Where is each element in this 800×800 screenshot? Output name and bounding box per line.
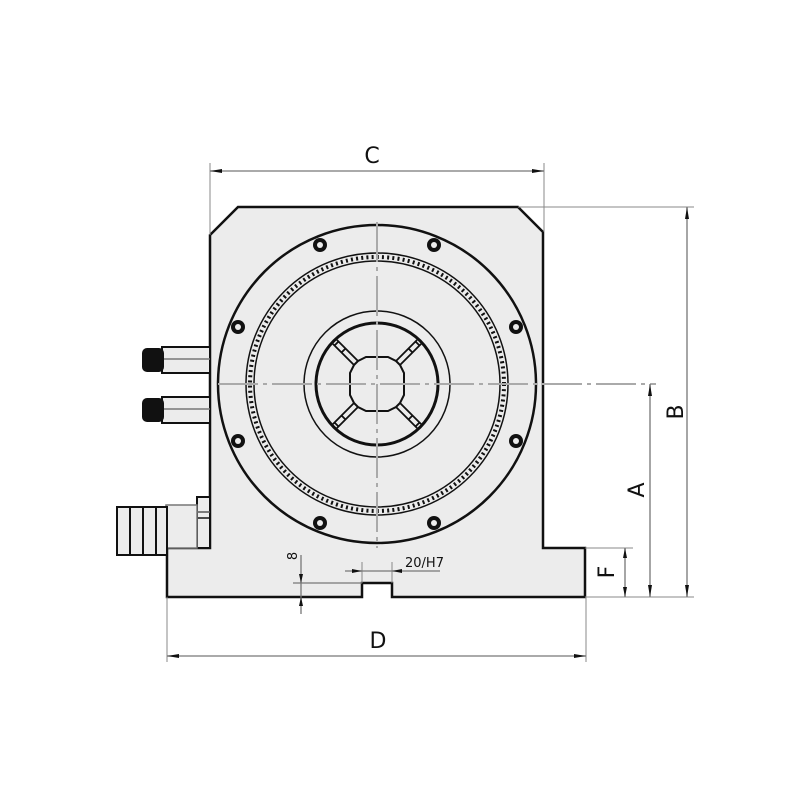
bolt-hole-icon [509,320,523,334]
dim-label-b: B [664,404,689,419]
dimension-f: F [585,547,633,597]
pneumatic-fitting-lower [142,396,211,424]
slot-depth-label: 8 [286,552,301,560]
bolt-hole-icon [231,434,245,448]
bolt-hole-icon [313,516,327,530]
dimension-a: A [625,384,652,597]
center-lines [218,222,656,548]
pneumatic-fitting-upper [142,346,211,374]
dim-label-d: D [370,629,387,654]
bolt-hole-icon [427,516,441,530]
dim-label-c: C [364,144,379,169]
dim-label-f: F [595,566,620,579]
slot-width-label: 20/H7 [405,556,444,571]
bolt-hole-icon [427,238,441,252]
dimension-d: D [166,597,587,662]
bolt-holes [231,238,523,530]
slot-dimension: 20/H7 8 [286,552,444,614]
bolt-hole-icon [509,434,523,448]
bolt-hole-icon [313,238,327,252]
dim-label-a: A [625,482,650,497]
dimension-b: B [518,206,694,598]
dimension-c: C [209,144,545,235]
bolt-hole-icon [231,320,245,334]
hose-connector [116,496,211,556]
